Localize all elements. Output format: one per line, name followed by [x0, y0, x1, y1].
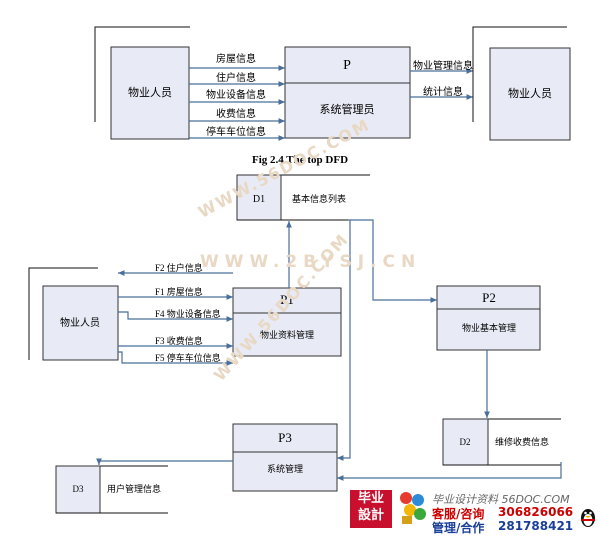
- store-d1: D1 基本信息列表: [236, 174, 370, 221]
- top-input-label: 住户信息: [216, 71, 256, 84]
- process-p3-name: 系统管理: [267, 463, 303, 474]
- top-input-label: 房屋信息: [216, 52, 256, 65]
- badge-tagline: 毕业设计资料 56DOC.COM: [432, 493, 570, 506]
- process-p3-id: P3: [278, 430, 292, 445]
- top-input-label: 停车车位信息: [206, 125, 266, 138]
- process-p2-name: 物业基本管理: [462, 322, 516, 333]
- brand-logo: 毕业 設計: [350, 490, 392, 528]
- top-left-entity-label: 物业人员: [128, 85, 172, 99]
- flow-label: F5 停车车位信息: [155, 352, 221, 363]
- top-right-entity-label: 物业人员: [508, 86, 552, 100]
- process-p3: P3 系统管理: [232, 423, 338, 492]
- process-p1: P1 物业资料管理: [232, 287, 342, 357]
- level1-entity: 物业人员: [28, 267, 119, 361]
- top-right-entity: 物业人员: [472, 26, 571, 141]
- top-output-label: 统计信息: [423, 85, 463, 98]
- top-output-flows: 物业管理信息 统计信息: [410, 59, 473, 100]
- store-d2: D2 维修收费信息: [442, 418, 561, 466]
- manage-number: 281788421: [498, 519, 574, 533]
- process-p2-id: P2: [482, 290, 496, 305]
- figure-caption: Fig 2.4 The top DFD: [252, 154, 348, 166]
- top-input-label: 收费信息: [216, 107, 256, 120]
- flow-label: F1 房屋信息: [155, 286, 203, 297]
- top-process-name: 系统管理员: [320, 102, 375, 116]
- store-d3: D3 用户管理信息: [55, 465, 168, 514]
- site-badge: 毕业 設計 毕业设计资料 56DOC.COM 客服/咨询 306826066 管…: [350, 488, 600, 535]
- level1-entity-label: 物业人员: [60, 316, 100, 329]
- store-d1-id: D1: [253, 194, 265, 205]
- level1-entity-flows: F2 住户信息 F1 房屋信息 F4 物业设备信息 F3 收费信息 F5 停车车…: [118, 262, 233, 366]
- level1-internal-flows: [96, 219, 562, 481]
- store-d2-id: D2: [460, 437, 471, 447]
- process-p1-name: 物业资料管理: [260, 329, 314, 340]
- store-d3-id: D3: [73, 484, 84, 494]
- top-process-p: P 系统管理员: [284, 46, 411, 139]
- service-label: 客服/咨询: [432, 507, 485, 521]
- top-input-label: 物业设备信息: [206, 88, 266, 101]
- top-output-label: 物业管理信息: [413, 59, 473, 72]
- service-number: 306826066: [498, 505, 574, 519]
- qq-penguin-icon: [581, 509, 595, 527]
- store-d2-name: 维修收费信息: [495, 436, 549, 447]
- flow-label: F4 物业设备信息: [155, 308, 221, 319]
- process-p2: P2 物业基本管理: [436, 285, 541, 351]
- flow-label: F2 住户信息: [155, 262, 203, 273]
- manage-label: 管理/合作: [432, 521, 485, 535]
- store-d3-name: 用户管理信息: [107, 483, 161, 494]
- top-input-flows: 房屋信息 住户信息 物业设备信息 收费信息 停车车位信息: [189, 52, 285, 141]
- flow-label: F3 收费信息: [155, 335, 203, 346]
- top-left-entity: 物业人员: [94, 26, 190, 140]
- pencil-icon: [400, 492, 426, 524]
- store-d1-name: 基本信息列表: [292, 193, 346, 204]
- top-process-id: P: [343, 58, 351, 73]
- process-p1-id: P1: [280, 292, 294, 307]
